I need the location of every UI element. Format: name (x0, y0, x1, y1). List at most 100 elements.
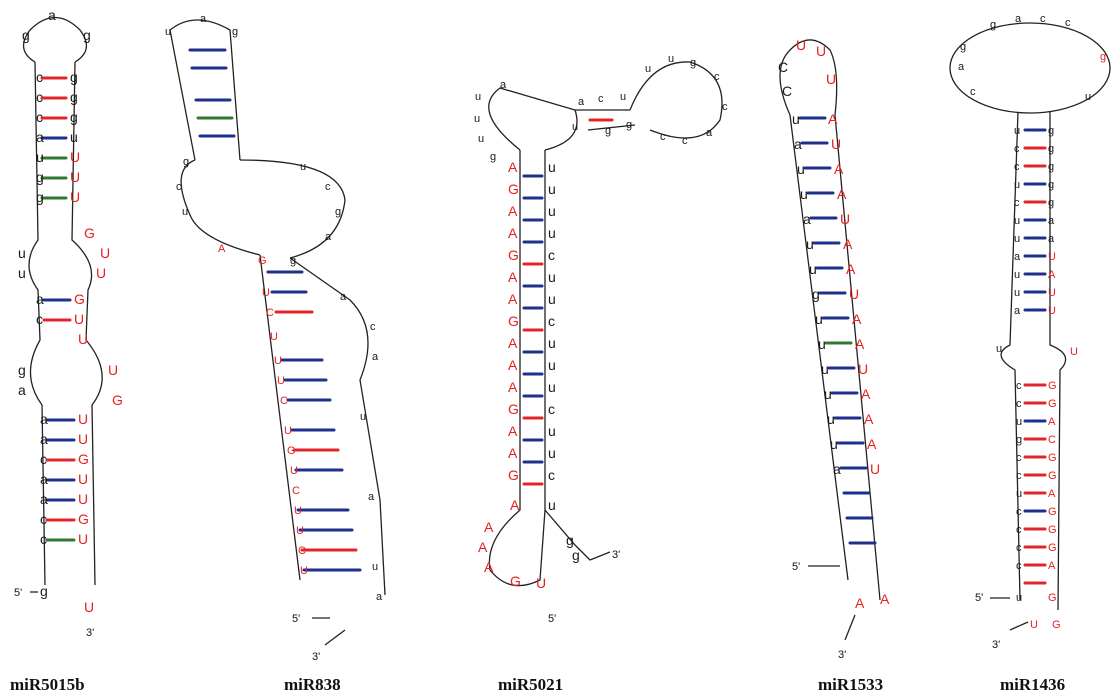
svg-text:u: u (548, 203, 556, 219)
svg-text:A: A (508, 269, 518, 285)
svg-text:c: c (722, 101, 728, 113)
svg-text:g: g (1048, 197, 1054, 209)
svg-text:c: c (1014, 161, 1020, 173)
svg-text:g: g (70, 109, 78, 125)
svg-text:c: c (40, 451, 47, 467)
svg-text:a: a (340, 291, 347, 303)
svg-text:u: u (1016, 592, 1022, 604)
svg-text:u: u (1014, 125, 1020, 137)
svg-text:a: a (578, 96, 585, 108)
svg-text:g: g (18, 362, 26, 378)
structure-captions: miR5015b miR838 miR5021 miR1533 miR1436 (10, 675, 1065, 694)
svg-text:G: G (1048, 542, 1057, 554)
svg-text:u: u (1014, 233, 1020, 245)
svg-text:U: U (840, 211, 850, 227)
svg-text:A: A (508, 335, 518, 351)
mir1533-right-stem: A U A A U A A U A A U A A A U (828, 111, 880, 477)
svg-text:U: U (70, 149, 80, 165)
svg-text:c: c (40, 531, 47, 547)
svg-text:G: G (1048, 398, 1057, 410)
svg-text:U: U (74, 311, 84, 327)
svg-text:a: a (1015, 13, 1022, 25)
mir1436-three-prime: 3' (992, 639, 1000, 651)
svg-text:U: U (796, 37, 806, 53)
svg-text:U: U (96, 265, 106, 281)
svg-text:U: U (78, 531, 88, 547)
svg-text:A: A (834, 161, 844, 177)
svg-text:u: u (1085, 91, 1091, 103)
svg-text:U: U (262, 287, 270, 299)
svg-text:a: a (368, 491, 375, 503)
svg-text:A: A (484, 559, 494, 575)
svg-text:A: A (508, 291, 518, 307)
svg-text:a: a (1014, 251, 1021, 263)
svg-text:u: u (830, 436, 838, 452)
svg-text:u: u (548, 159, 556, 175)
svg-text:c: c (1014, 197, 1020, 209)
svg-text:c: c (970, 86, 976, 98)
svg-text:g: g (960, 41, 966, 53)
svg-text:u: u (548, 225, 556, 241)
svg-text:U: U (284, 425, 292, 437)
svg-text:A: A (867, 436, 877, 452)
svg-text:c: c (548, 467, 555, 483)
svg-text:U: U (100, 245, 110, 261)
svg-text:u: u (821, 361, 829, 377)
svg-text:U: U (1048, 305, 1056, 317)
svg-text:U: U (816, 43, 826, 59)
svg-text:G: G (1048, 452, 1057, 464)
svg-text:c: c (660, 131, 666, 143)
mir1436-five-prime: 5' (975, 592, 983, 604)
svg-text:u: u (818, 336, 826, 352)
svg-text:g: g (36, 189, 44, 205)
svg-text:A: A (861, 386, 871, 402)
svg-text:u: u (474, 113, 480, 125)
svg-text:G: G (258, 255, 267, 267)
svg-text:A: A (1048, 269, 1056, 281)
svg-text:g: g (22, 27, 30, 43)
svg-text:G: G (510, 573, 521, 589)
svg-text:G: G (78, 511, 89, 527)
svg-text:A: A (880, 591, 890, 607)
svg-text:u: u (824, 386, 832, 402)
svg-text:c: c (548, 313, 555, 329)
svg-text:u: u (572, 121, 578, 133)
svg-text:a: a (1048, 233, 1055, 245)
svg-text:G: G (508, 247, 519, 263)
svg-text:a: a (1014, 305, 1021, 317)
svg-text:u: u (18, 245, 26, 261)
svg-text:g: g (572, 547, 580, 563)
svg-text:C: C (298, 545, 306, 557)
svg-text:U: U (70, 169, 80, 185)
svg-text:c: c (1016, 524, 1022, 536)
svg-text:G: G (84, 225, 95, 241)
svg-text:c: c (36, 311, 43, 327)
svg-text:U: U (78, 491, 88, 507)
svg-text:C: C (1048, 434, 1056, 446)
svg-text:A: A (1048, 488, 1056, 500)
svg-text:c: c (548, 247, 555, 263)
svg-text:u: u (1014, 215, 1020, 227)
svg-text:A: A (846, 261, 856, 277)
svg-text:U: U (849, 286, 859, 302)
svg-text:U: U (78, 411, 88, 427)
svg-text:c: c (1016, 452, 1022, 464)
svg-text:u: u (478, 133, 484, 145)
svg-text:u: u (1014, 179, 1020, 191)
svg-text:u: u (360, 411, 366, 423)
svg-text:u: u (809, 261, 817, 277)
svg-text:U: U (70, 189, 80, 205)
svg-text:a: a (958, 61, 965, 73)
svg-text:u: u (797, 161, 805, 177)
svg-text:g: g (1048, 125, 1054, 137)
svg-text:A: A (508, 379, 518, 395)
svg-text:A: A (508, 423, 518, 439)
svg-text:u: u (1014, 287, 1020, 299)
svg-text:U: U (274, 355, 282, 367)
svg-text:A: A (508, 159, 518, 175)
